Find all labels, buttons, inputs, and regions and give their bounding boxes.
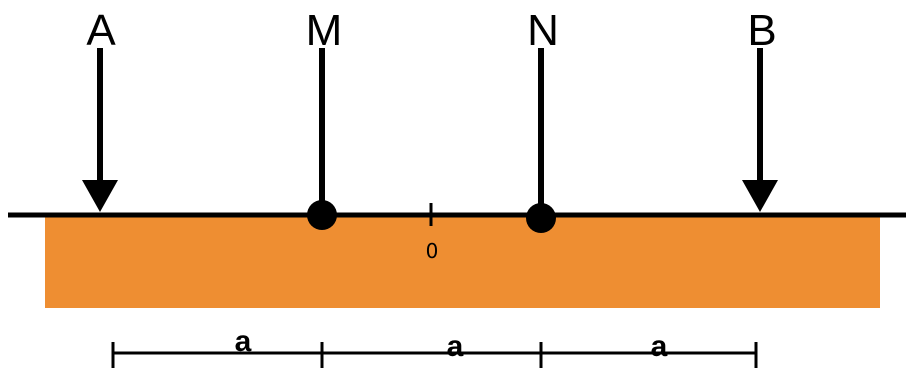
dimension-line bbox=[111, 342, 758, 368]
dimension-label-3: a bbox=[651, 330, 668, 363]
point-m bbox=[307, 200, 337, 230]
dimension-label-1: a bbox=[235, 325, 252, 358]
origin-label: 0 bbox=[426, 239, 439, 263]
label-a: A bbox=[86, 6, 116, 55]
arrow-b bbox=[742, 48, 778, 212]
label-m: M bbox=[306, 6, 343, 55]
arrow-a bbox=[82, 48, 118, 212]
label-n: N bbox=[527, 6, 559, 55]
label-b: B bbox=[747, 6, 776, 55]
point-n bbox=[526, 203, 556, 233]
dimension-label-2: a bbox=[447, 330, 464, 363]
orange-slab bbox=[45, 216, 880, 308]
